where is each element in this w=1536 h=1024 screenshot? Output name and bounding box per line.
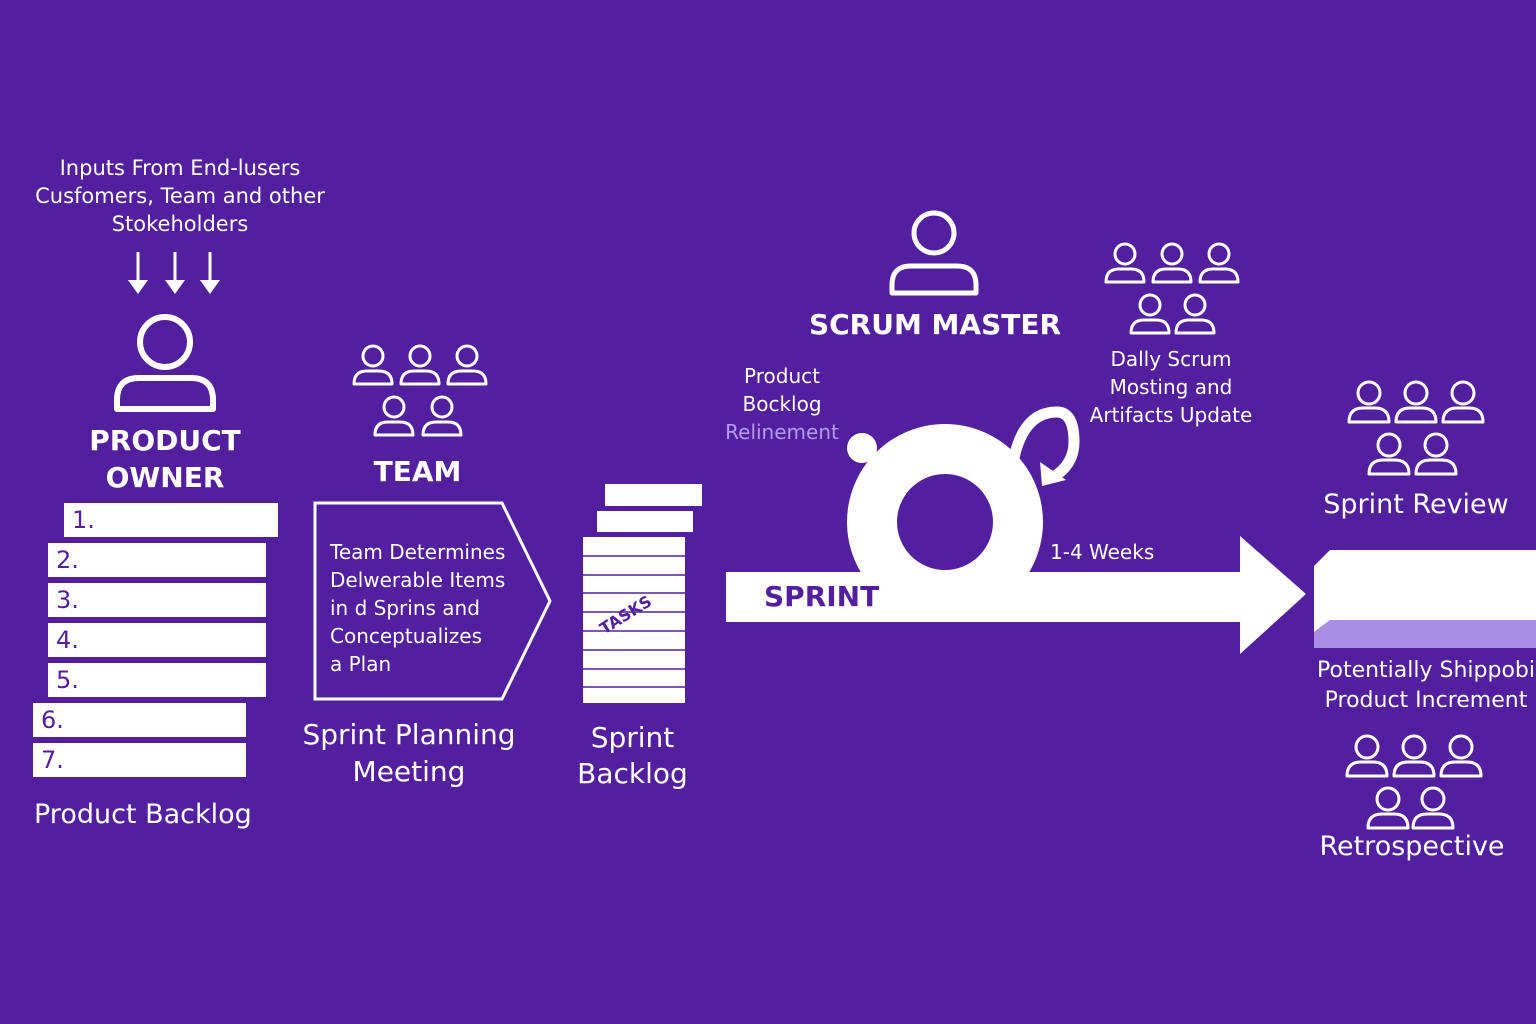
daily-scrum-group-icon <box>1104 242 1240 335</box>
sprint-cycle-icon <box>847 406 1080 620</box>
product-owner-person-icon <box>114 314 216 412</box>
sprint-backlog-tasks-stack <box>583 537 685 703</box>
planning-line-5: a Plan <box>330 652 392 676</box>
backlog-item-3: 3. <box>48 583 266 617</box>
planning-line-1: Team Determines <box>330 540 506 564</box>
refinement-line2: Bocklog <box>742 392 822 416</box>
inputs-line-3: Stokeholders <box>111 212 249 236</box>
product-owner-title: PRODUCT OWNER <box>60 422 270 496</box>
planning-line-4: Conceptualizes <box>330 624 482 648</box>
refinement-line3: Relinement <box>725 420 839 444</box>
backlog-item-6: 6. <box>33 703 246 737</box>
product-owner-title-line2: OWNER <box>105 461 225 494</box>
scrum-master-person-icon <box>889 210 979 296</box>
backlog-item-4: 4. <box>48 623 266 657</box>
daily-scrum-line1: Dally Scrum <box>1110 347 1232 371</box>
sprint-planning-box-text: Team Determines Delwerable Items in d Sp… <box>330 538 530 678</box>
increment-line1: Potentially Shippobi <box>1317 658 1535 683</box>
backlog-item-1-label: 1. <box>72 506 95 534</box>
sprint-planning-label-line1: Sprint Planning <box>302 718 516 751</box>
backlog-item-5-label: 5. <box>56 666 79 694</box>
sprint-arrow <box>726 536 1306 654</box>
increment-line2: Product Increment <box>1324 688 1528 713</box>
backlog-item-7: 7. <box>33 743 246 777</box>
sprint-backlog-label-line2: Backlog <box>577 757 688 790</box>
planning-line-2: Delwerable Items <box>330 568 506 592</box>
sprint-backlog-card-top <box>605 484 702 506</box>
sprint-duration: 1-4 Weeks <box>1050 540 1155 564</box>
sprint-review-group-icon <box>1347 380 1485 476</box>
inputs-text: Inputs From End-lusers Cusfomers, Team a… <box>20 154 340 238</box>
inputs-line-1: Inputs From End-lusers <box>59 156 301 180</box>
sprint-backlog-card-middle <box>597 511 693 532</box>
planning-line-3: in d Sprins and <box>330 596 480 620</box>
inputs-line-2: Cusfomers, Team and other <box>35 184 325 208</box>
sprint-planning-box <box>313 501 552 701</box>
refinement-line1: Product <box>744 364 820 388</box>
daily-scrum-line3: Artifacts Update <box>1089 403 1253 427</box>
backlog-item-3-label: 3. <box>56 586 79 614</box>
team-group-icon <box>352 344 488 437</box>
backlog-item-5: 5. <box>48 663 266 697</box>
product-backlog-label: Product Backlog <box>34 799 252 830</box>
backlog-item-6-label: 6. <box>41 706 64 734</box>
backlog-item-2-label: 2. <box>56 546 79 574</box>
team-title: TEAM <box>373 455 462 488</box>
retrospective-group-icon <box>1345 734 1483 830</box>
scrum-master-title: SCRUM MASTER <box>808 308 1062 341</box>
backlog-item-4-label: 4. <box>56 626 79 654</box>
sprint-backlog-label-line1: Sprint <box>590 721 675 754</box>
sprint-planning-label: Sprint Planning Meeting <box>296 716 522 790</box>
sprint-backlog-label: Sprint Backlog <box>560 720 705 792</box>
increment-text: Potentially Shippobi Product Increment <box>1306 656 1536 716</box>
backlog-item-2: 2. <box>48 543 266 577</box>
refinement-text: Product Bocklog Relinement <box>706 362 858 446</box>
backlog-item-7-label: 7. <box>41 746 64 774</box>
down-arrows-icon <box>128 252 220 294</box>
retrospective-label: Retrospective <box>1319 831 1505 862</box>
backlog-item-1: 1. <box>64 503 278 537</box>
product-owner-title-line1: PRODUCT <box>89 424 241 457</box>
daily-scrum-text: Dally Scrum Mosting and Artifacts Update <box>1076 345 1266 429</box>
sprint-planning-label-line2: Meeting <box>352 755 466 788</box>
sprint-review-label: Sprint Review <box>1323 489 1509 520</box>
sprint-label: SPRINT <box>764 580 880 613</box>
product-increment-box <box>1314 550 1536 648</box>
daily-scrum-line2: Mosting and <box>1109 375 1233 399</box>
